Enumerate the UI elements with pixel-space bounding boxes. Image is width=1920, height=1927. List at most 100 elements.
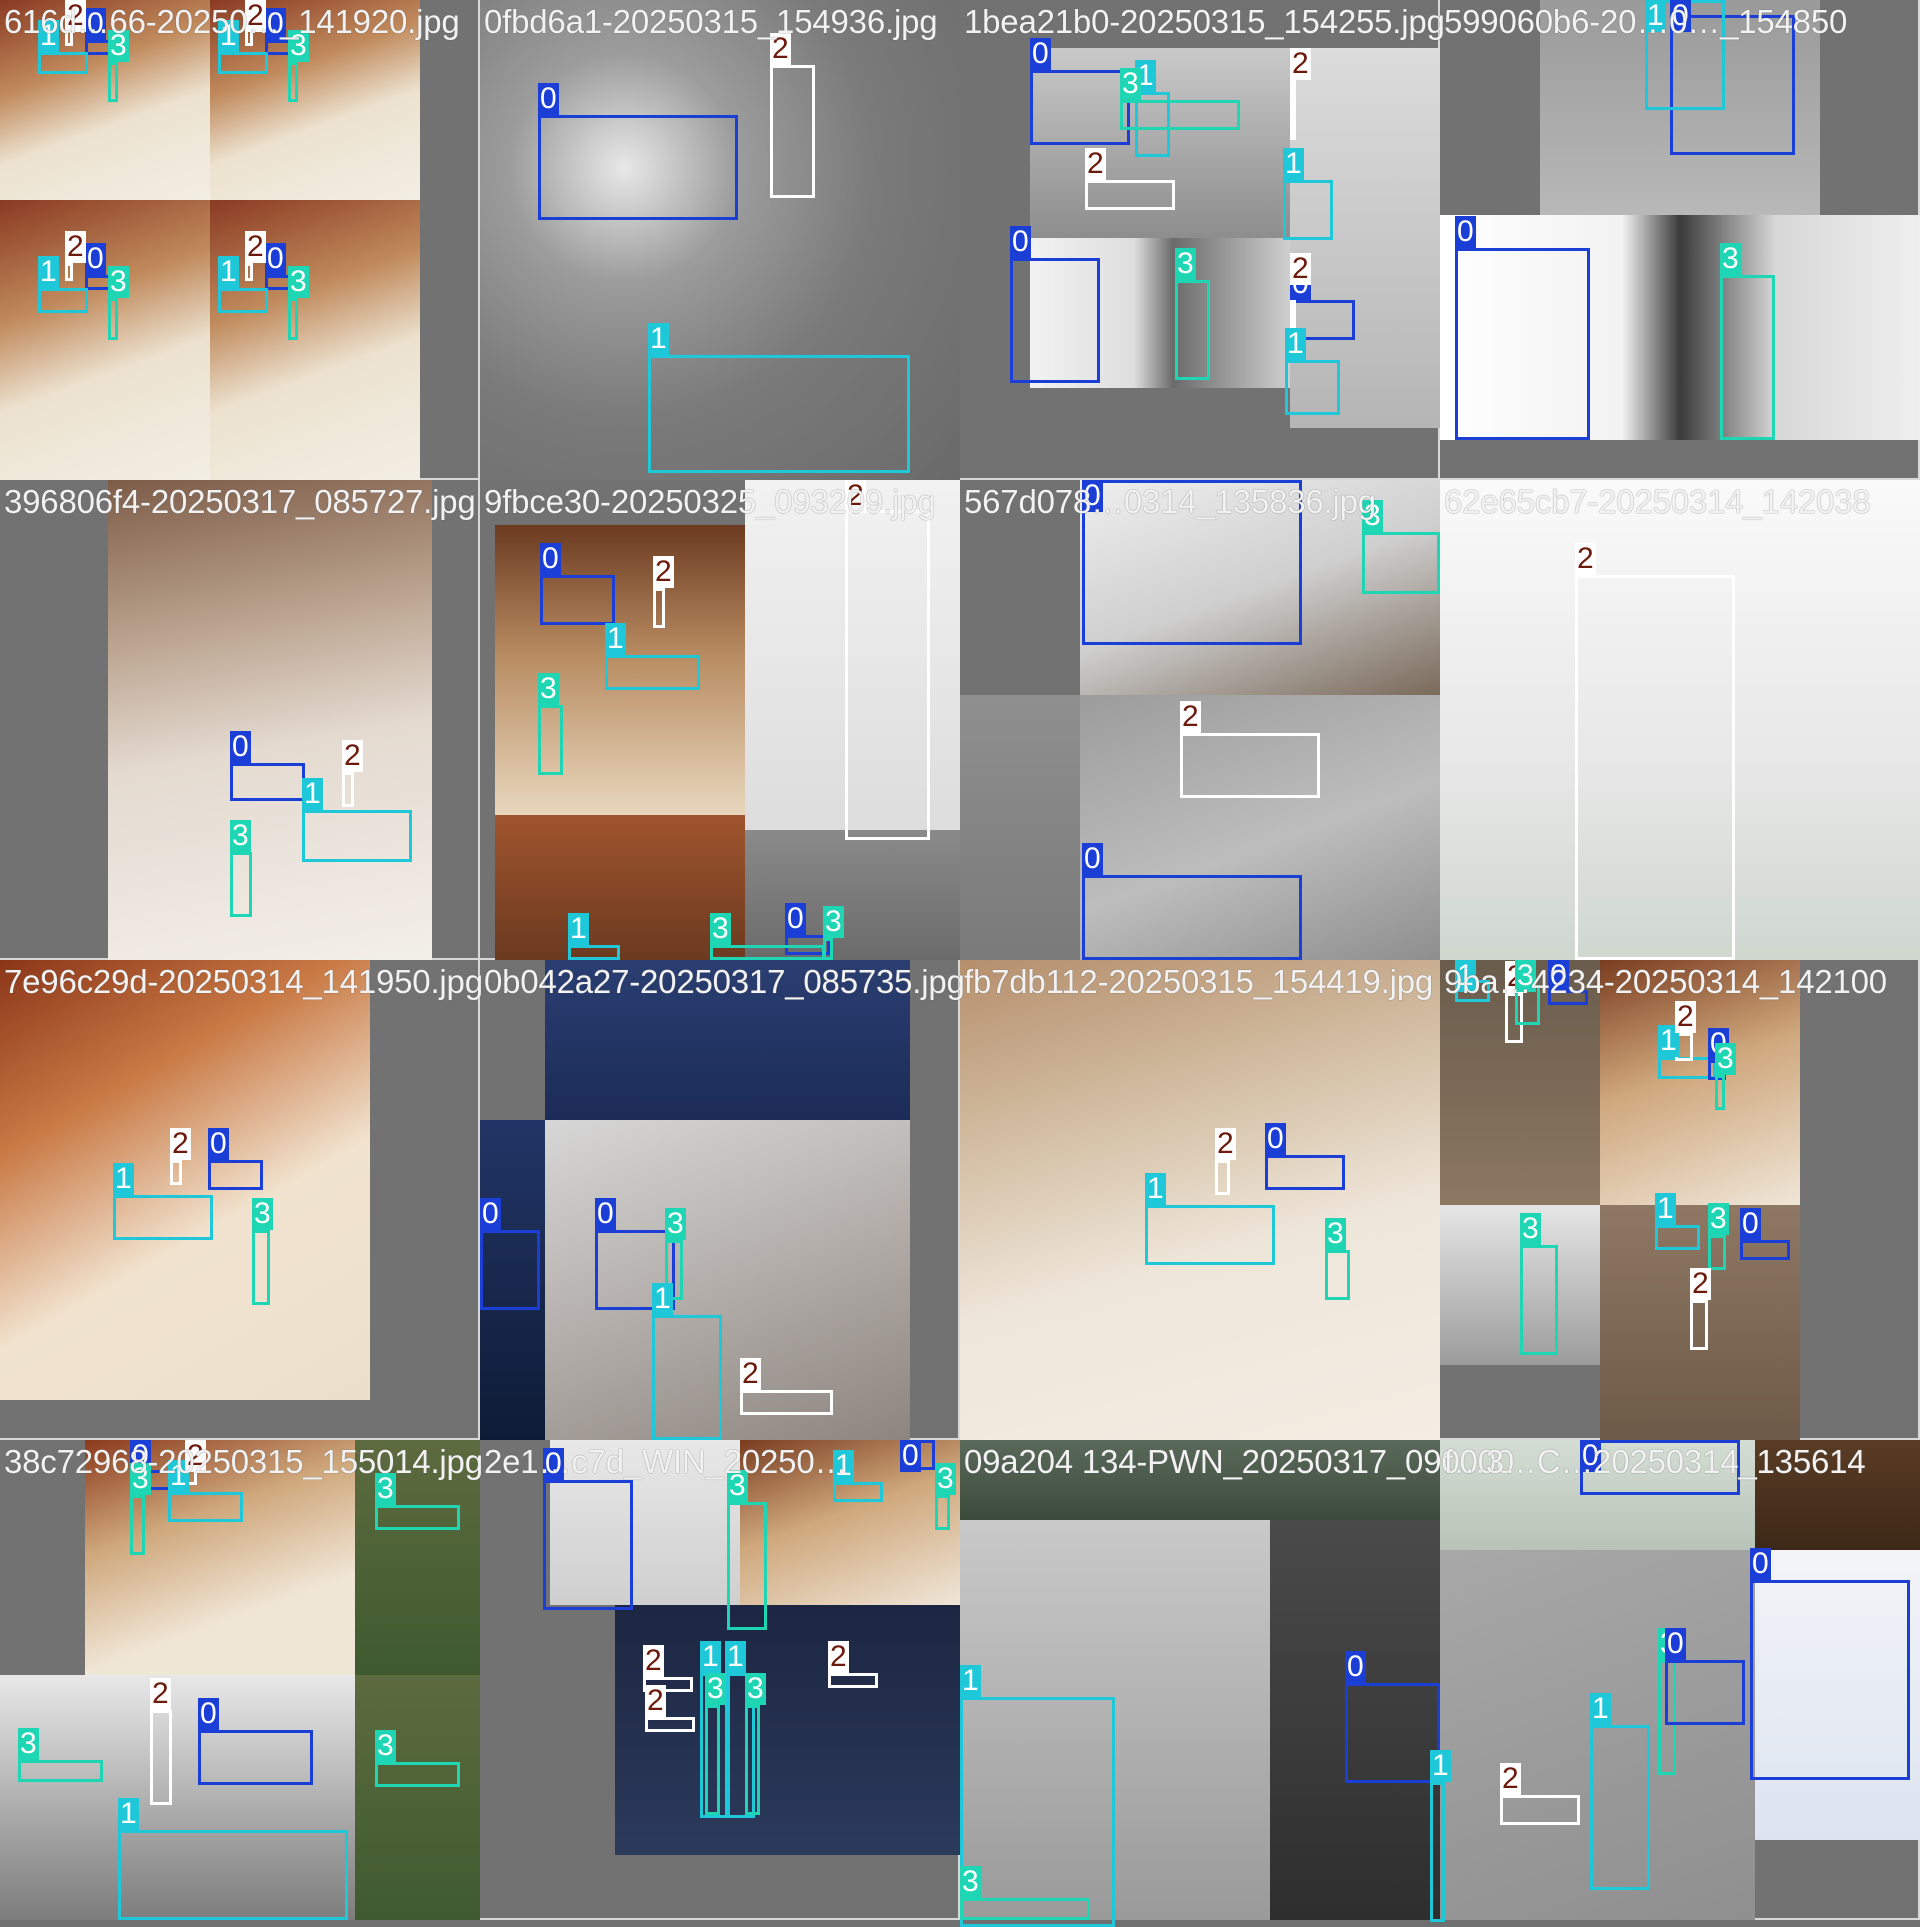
class-label: 3 — [288, 29, 309, 62]
class-label: 2 — [342, 739, 363, 772]
class-label: 3 — [935, 1462, 956, 1495]
class-label: 3 — [108, 265, 129, 298]
photo-fragment — [1440, 215, 1920, 440]
bounding-box — [1215, 1160, 1230, 1195]
bounding-box — [1720, 275, 1775, 440]
bounding-box — [1285, 360, 1340, 415]
bounding-box — [1715, 1075, 1725, 1110]
photo-fragment — [960, 960, 1440, 1440]
class-label: 0 — [1030, 37, 1051, 70]
tile-filename: 567d078…0314_135836.jpg — [964, 483, 1376, 520]
photo-fragment — [1440, 1550, 1755, 1920]
class-label: 0 — [543, 1447, 564, 1480]
bounding-box — [18, 1760, 103, 1782]
class-label: 0 — [85, 7, 106, 40]
class-label: 3 — [130, 1462, 151, 1495]
class-label: 0 — [1010, 225, 1031, 258]
photo-fragment — [1755, 1440, 1920, 1550]
class-label: 0 — [1740, 1207, 1761, 1240]
class-label: 1 — [1145, 1172, 1166, 1205]
class-label: 1 — [725, 1640, 746, 1673]
bounding-box — [108, 298, 118, 340]
bounding-box — [38, 288, 88, 313]
bounding-box — [1455, 248, 1590, 440]
class-label: 3 — [727, 1469, 748, 1502]
class-label: 0 — [1265, 1122, 1286, 1155]
bounding-box — [1505, 993, 1523, 1043]
bounding-box — [1120, 100, 1240, 130]
class-label: 2 — [828, 1640, 849, 1673]
tile-filename: 0b042a27-20250317_085735.jpg — [484, 963, 965, 1000]
mosaic-tile: 9ba…4234-20250314_1421001230120331302 — [1440, 960, 1920, 1440]
photo-fragment — [1440, 480, 1920, 960]
class-label: 2 — [65, 230, 86, 263]
bounding-box — [740, 1390, 833, 1415]
class-label: 2 — [770, 32, 791, 65]
bounding-box — [65, 263, 73, 281]
class-label: 2 — [245, 230, 266, 263]
bounding-box — [208, 1160, 263, 1190]
tile-filename: 616d…66-20250…_141920.jpg — [4, 3, 460, 40]
photo-fragment — [960, 1520, 1270, 1920]
tile-filename: 9ba…4234-20250314_142100 — [1444, 963, 1887, 1000]
class-label: 2 — [1575, 542, 1596, 575]
bounding-box — [1290, 80, 1296, 140]
class-label: 3 — [1175, 247, 1196, 280]
class-label: 3 — [710, 912, 731, 945]
bounding-box — [1740, 1240, 1790, 1260]
bounding-box — [302, 810, 412, 862]
mosaic-tile: f…3…C…20250314_135614003012 — [1440, 1440, 1920, 1920]
class-label: 1 — [1285, 327, 1306, 360]
bounding-box — [1145, 1205, 1275, 1265]
class-label: 1 — [1658, 1024, 1679, 1057]
bounding-box — [150, 1710, 172, 1805]
bounding-box — [230, 852, 252, 917]
class-label: 0 — [1665, 1627, 1686, 1660]
bounding-box — [727, 1502, 767, 1630]
class-label: 3 — [108, 29, 129, 62]
tile-filename: 396806f4-20250317_085727.jpg — [4, 483, 476, 520]
class-label: 1 — [1590, 1692, 1611, 1725]
bounding-box — [540, 575, 615, 625]
tile-filename: 599060b6-20…0…_154850 — [1444, 3, 1848, 40]
class-label: 0 — [198, 1697, 219, 1730]
bounding-box — [538, 115, 738, 220]
bounding-box — [375, 1762, 460, 1787]
photo-fragment — [495, 815, 745, 960]
class-label: 1 — [218, 255, 239, 288]
bounding-box — [648, 355, 910, 473]
photo-fragment — [108, 480, 432, 960]
class-label: 1 — [218, 19, 239, 52]
class-label: 3 — [1715, 1042, 1736, 1075]
tile-filename: 2e1…c7d_WIN_20250… — [484, 1443, 848, 1480]
photo-fragment — [1600, 960, 1800, 1205]
class-label: 2 — [653, 555, 674, 588]
class-label: 1 — [1645, 0, 1666, 32]
class-label: 2 — [1690, 1267, 1711, 1300]
class-label: 1 — [833, 1449, 854, 1482]
bounding-box — [935, 1495, 950, 1530]
bounding-box — [595, 1230, 675, 1310]
class-label: 1 — [168, 1459, 189, 1492]
bounding-box — [1265, 1155, 1345, 1190]
tile-filename: 1bea21b0-20250315_154255.jpg — [964, 3, 1445, 40]
tile-filename: 09a204 134-PWN_20250317_090000 — [964, 1443, 1514, 1480]
bounding-box — [770, 65, 815, 198]
bounding-box — [1180, 733, 1320, 798]
bounding-box — [543, 1480, 633, 1610]
class-label: 2 — [1215, 1127, 1236, 1160]
photo-fragment — [495, 525, 745, 815]
class-label: 3 — [1120, 67, 1141, 100]
class-label: 0 — [265, 7, 286, 40]
bounding-box — [1750, 1580, 1910, 1780]
bounding-box — [1030, 70, 1130, 145]
class-label: 2 — [1180, 700, 1201, 733]
bounding-box — [342, 772, 354, 807]
